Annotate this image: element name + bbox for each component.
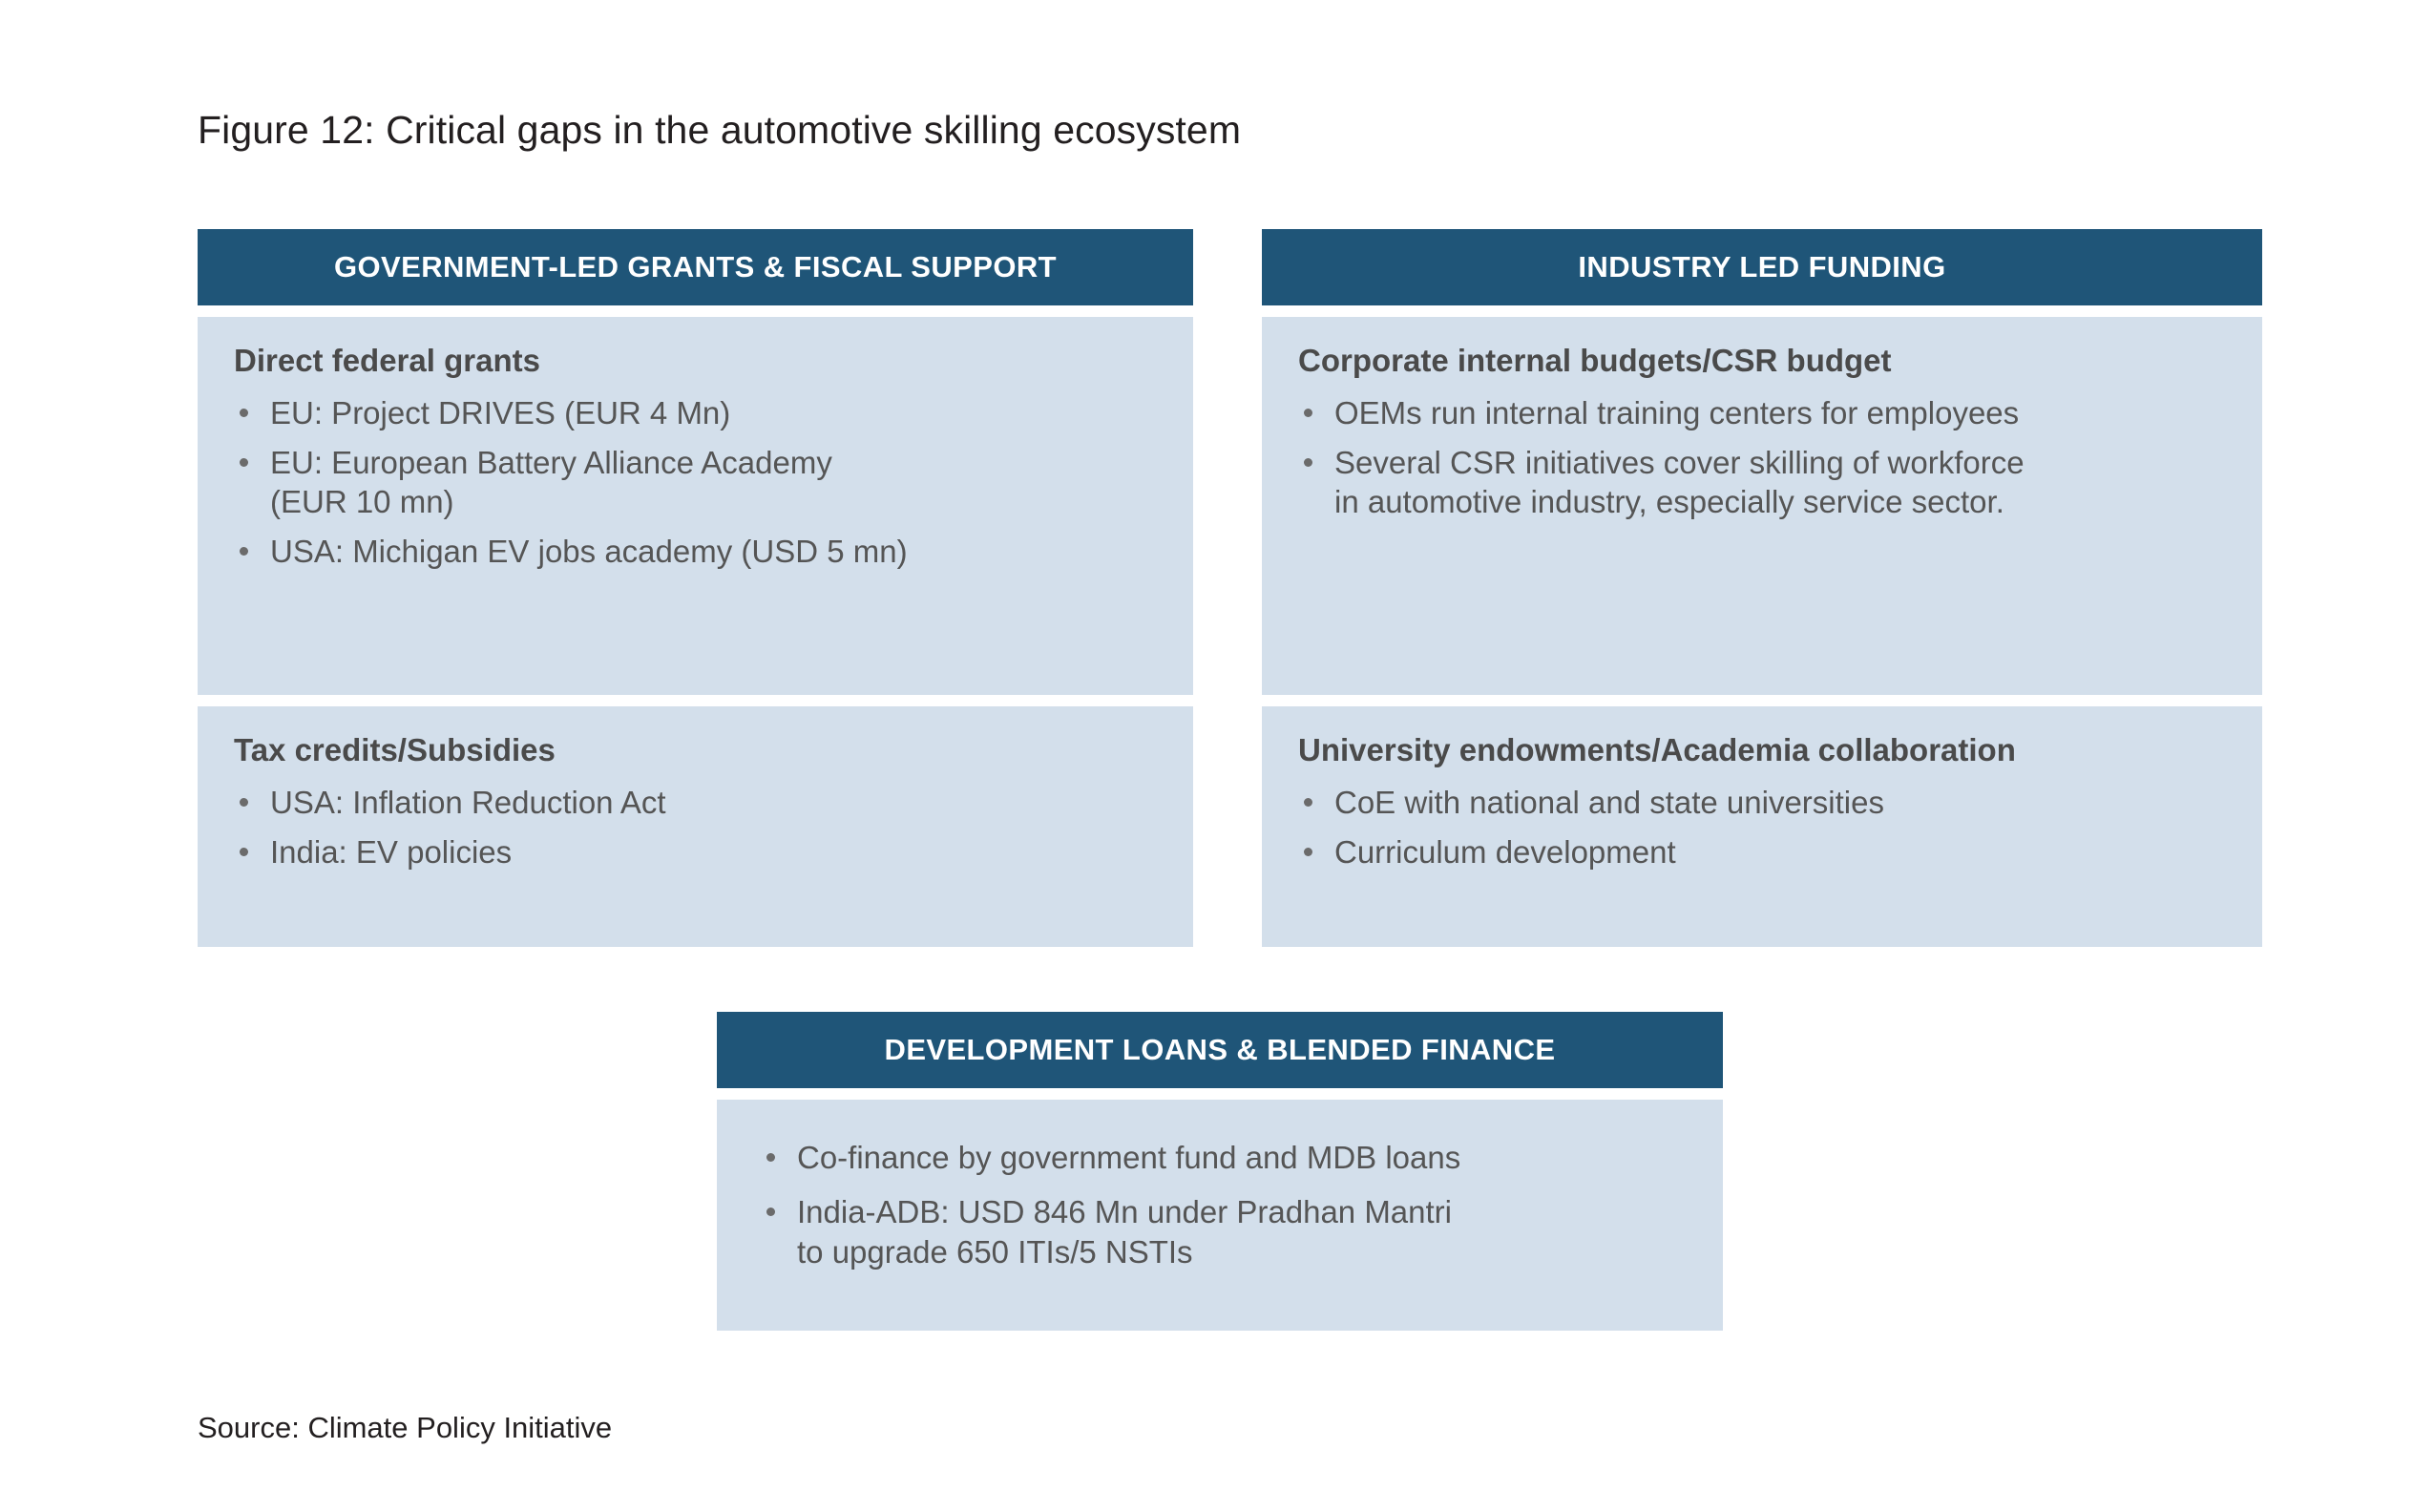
bullet-dot-icon (240, 547, 248, 556)
list-item-text: Several CSR initiatives cover skilling o… (1334, 444, 2025, 520)
panel-header-development-loans: DEVELOPMENT LOANS & BLENDED FINANCE (717, 1012, 1723, 1088)
bullet-list-university-endowments: CoE with national and state universities… (1298, 783, 2230, 872)
bullet-dot-icon (240, 797, 248, 807)
bullet-dot-icon (1304, 847, 1312, 856)
panel-header-government-led-grants: GOVERNMENT-LED GRANTS & FISCAL SUPPORT (198, 229, 1193, 305)
list-item: Several CSR initiatives cover skilling o… (1298, 443, 2230, 522)
card-title-tax-credits-subsidies: Tax credits/Subsidies (234, 732, 556, 767)
list-item-text: Curriculum development (1334, 833, 1676, 870)
card-university-endowments: University endowments/Academia collabora… (1262, 706, 2262, 947)
card-title-direct-federal-grants: Direct federal grants (234, 343, 540, 378)
card-title-university-endowments: University endowments/Academia collabora… (1298, 732, 2016, 767)
list-item: Co-finance by government fund and MDB lo… (761, 1138, 1690, 1177)
list-item-text: India-ADB: USD 846 Mn under Pradhan Mant… (797, 1194, 1453, 1270)
bullet-list-tax-credits-subsidies: USA: Inflation Reduction Act India: EV p… (234, 783, 1161, 872)
list-item-text: EU: Project DRIVES (EUR 4 Mn) (270, 394, 731, 430)
list-item: Curriculum development (1298, 832, 2230, 872)
panels-grid: GOVERNMENT-LED GRANTS & FISCAL SUPPORT D… (198, 229, 2262, 947)
bullet-dot-icon (766, 1208, 775, 1217)
panel-header-industry-led-funding: INDUSTRY LED FUNDING (1262, 229, 2262, 305)
panel-body-development-loans: Co-finance by government fund and MDB lo… (717, 1100, 1723, 1331)
card-direct-federal-grants: Direct federal grants EU: Project DRIVES… (198, 317, 1193, 695)
bullet-list-corporate-internal-budgets: OEMs run internal training centers for e… (1298, 393, 2230, 522)
panel-development-loans: DEVELOPMENT LOANS & BLENDED FINANCE Co-f… (717, 1012, 1723, 1331)
list-item-text: CoE with national and state universities (1334, 784, 1884, 820)
figure-title: Figure 12: Critical gaps in the automoti… (198, 108, 1242, 152)
bullet-list-development-loans: Co-finance by government fund and MDB lo… (761, 1138, 1690, 1271)
list-item-text: OEMs run internal training centers for e… (1334, 394, 2020, 430)
list-item: CoE with national and state universities (1298, 783, 2230, 822)
bullet-dot-icon (766, 1153, 775, 1162)
panel-body-government-led-grants: Direct federal grants EU: Project DRIVES… (198, 317, 1193, 947)
bullet-dot-icon (1304, 457, 1312, 467)
list-item: USA: Michigan EV jobs academy (USD 5 mn) (234, 532, 1161, 571)
panel-industry-led-funding: INDUSTRY LED FUNDING Corporate internal … (1262, 229, 2262, 947)
bullet-list-direct-federal-grants: EU: Project DRIVES (EUR 4 Mn) EU: Europe… (234, 393, 1161, 572)
list-item: EU: Project DRIVES (EUR 4 Mn) (234, 393, 1161, 432)
source-note: Source: Climate Policy Initiative (198, 1411, 613, 1444)
card-title-corporate-internal-budgets: Corporate internal budgets/CSR budget (1298, 343, 1892, 378)
card-tax-credits-subsidies: Tax credits/Subsidies USA: Inflation Red… (198, 706, 1193, 947)
list-item-text: USA: Inflation Reduction Act (270, 784, 666, 820)
list-item: India-ADB: USD 846 Mn under Pradhan Mant… (761, 1192, 1690, 1271)
list-item: USA: Inflation Reduction Act (234, 783, 1161, 822)
panel-row-top: GOVERNMENT-LED GRANTS & FISCAL SUPPORT D… (198, 229, 2262, 947)
list-item-text: USA: Michigan EV jobs academy (USD 5 mn) (270, 534, 908, 570)
panel-body-industry-led-funding: Corporate internal budgets/CSR budget OE… (1262, 317, 2262, 947)
list-item-text: India: EV policies (270, 833, 513, 870)
bullet-dot-icon (240, 457, 248, 467)
list-item-text: Co-finance by government fund and MDB lo… (797, 1140, 1461, 1175)
bullet-dot-icon (240, 847, 248, 856)
bullet-dot-icon (240, 408, 248, 417)
panel-government-led-grants: GOVERNMENT-LED GRANTS & FISCAL SUPPORT D… (198, 229, 1193, 947)
bullet-dot-icon (1304, 408, 1312, 417)
card-development-loans: Co-finance by government fund and MDB lo… (717, 1100, 1723, 1331)
card-corporate-internal-budgets: Corporate internal budgets/CSR budget OE… (1262, 317, 2262, 695)
list-item: OEMs run internal training centers for e… (1298, 393, 2230, 432)
list-item-text: EU: European Battery Alliance Academy (E… (270, 444, 832, 520)
list-item: India: EV policies (234, 832, 1161, 872)
list-item: EU: European Battery Alliance Academy (E… (234, 443, 1161, 522)
bullet-dot-icon (1304, 797, 1312, 807)
